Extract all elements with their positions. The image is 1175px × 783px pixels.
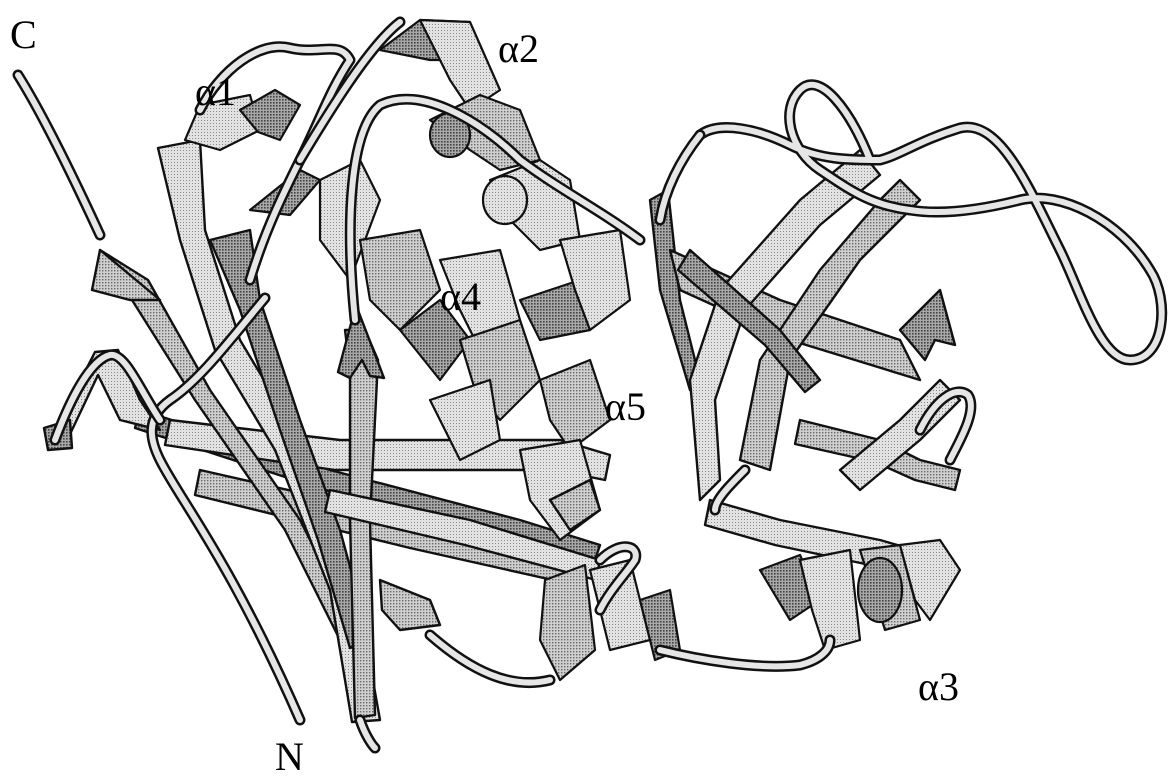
alpha2-turn-2 bbox=[483, 176, 527, 224]
right-domain bbox=[650, 150, 960, 650]
strand-arrow-left bbox=[92, 250, 160, 300]
label-alpha4: α4 bbox=[440, 274, 481, 319]
alpha3-turn bbox=[858, 558, 902, 622]
right-arrow-1 bbox=[900, 290, 955, 360]
strand-bottom-2 bbox=[380, 580, 440, 630]
label-n-terminus: N bbox=[275, 734, 304, 779]
label-alpha5: α5 bbox=[605, 384, 646, 429]
label-alpha2: α2 bbox=[498, 26, 539, 71]
label-alpha1: α1 bbox=[195, 69, 236, 114]
label-c-terminus: C bbox=[10, 12, 37, 57]
lower-helix-2 bbox=[540, 565, 595, 680]
alpha2-front-1 bbox=[420, 20, 500, 110]
alpha5-front-2 bbox=[540, 360, 610, 450]
label-alpha3: α3 bbox=[918, 664, 959, 709]
